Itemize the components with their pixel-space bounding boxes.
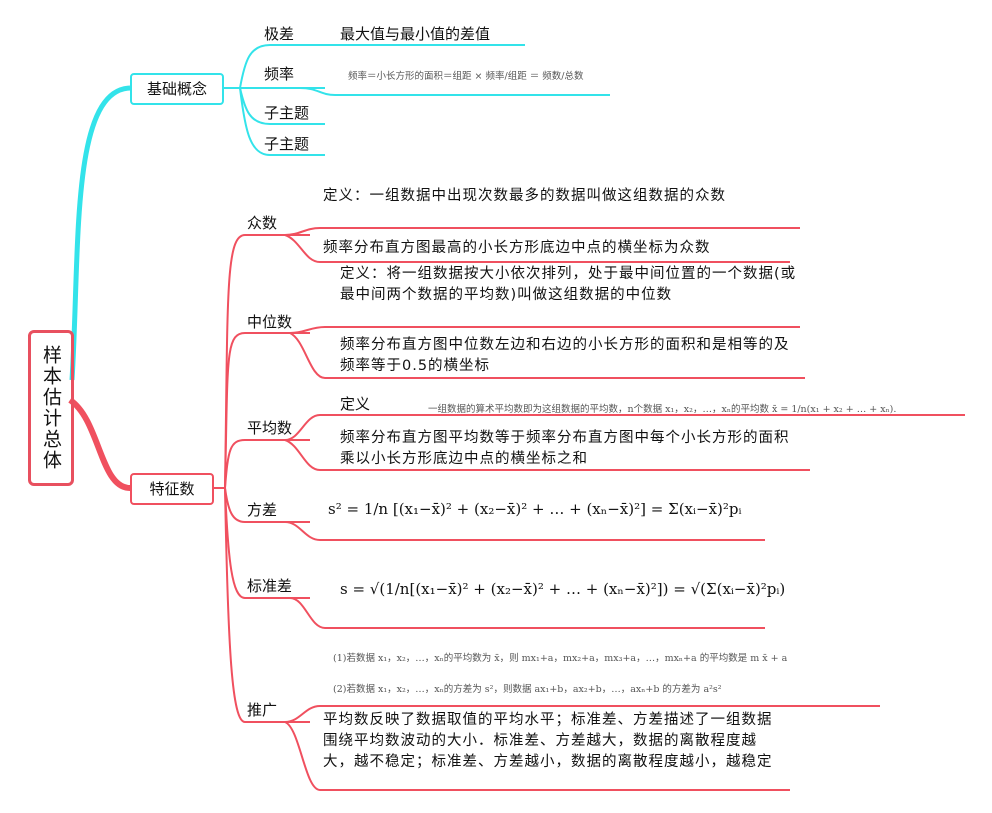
node-basic-concepts[interactable]: 基础概念	[130, 73, 224, 105]
median-definition: 定义：将一组数据按大小依次排列，处于最中间位置的一个数据(或最中间两个数据的平均…	[340, 266, 797, 303]
node-subtopic-2[interactable]: 子主题	[264, 135, 310, 153]
node-extension[interactable]: 推广	[247, 701, 278, 719]
extension-rule-2: (2)若数据 x₁，x₂，…，xₙ的方差为 s²，则数据 ax₁+b，ax₂+b…	[333, 684, 722, 695]
node-subtopic-1[interactable]: 子主题	[264, 104, 310, 122]
node-mean[interactable]: 平均数	[247, 419, 293, 437]
node-range[interactable]: 极差	[264, 25, 295, 43]
frequency-formula: 频率＝小长方形的面积＝组距 × 频率/组距 ＝ 频数/总数	[348, 71, 584, 82]
mode-histogram: 频率分布直方图最高的小长方形底边中点的横坐标为众数	[323, 240, 711, 256]
node-std-dev[interactable]: 标准差	[247, 577, 293, 595]
extension-summary: 平均数反映了数据取值的平均水平；标准差、方差描述了一组数据围绕平均数波动的大小．…	[323, 712, 773, 770]
variance-formula: s² = 1/n [(x₁−x̄)² + (x₂−x̄)² + … + (xₙ−…	[328, 500, 742, 518]
range-detail: 最大值与最小值的差值	[340, 25, 491, 43]
mode-definition: 定义：一组数据中出现次数最多的数据叫做这组数据的众数	[323, 188, 726, 204]
extension-rule-1: (1)若数据 x₁，x₂，…，xₙ的平均数为 x̄，则 mx₁+a，mx₂+a，…	[333, 653, 788, 664]
node-variance[interactable]: 方差	[247, 501, 278, 519]
mean-definition: 一组数据的算术平均数即为这组数据的平均数，n个数据 x₁，x₂，…，xₙ的平均数…	[428, 404, 897, 415]
node-frequency[interactable]: 频率	[264, 65, 295, 83]
node-median[interactable]: 中位数	[247, 313, 293, 331]
root-node[interactable]: 样本估计总体	[28, 330, 74, 486]
mean-definition-label: 定义	[340, 395, 371, 413]
std-dev-formula: s = √(1/n[(x₁−x̄)² + (x₂−x̄)² + … + (xₙ−…	[340, 580, 786, 598]
mean-histogram: 频率分布直方图平均数等于频率分布直方图中每个小长方形的面积乘以小长方形底边中点的…	[340, 430, 790, 467]
node-mode[interactable]: 众数	[247, 214, 278, 232]
median-histogram: 频率分布直方图中位数左边和右边的小长方形的面积和是相等的及频率等于0.5的横坐标	[340, 337, 790, 374]
node-features[interactable]: 特征数	[130, 473, 214, 505]
